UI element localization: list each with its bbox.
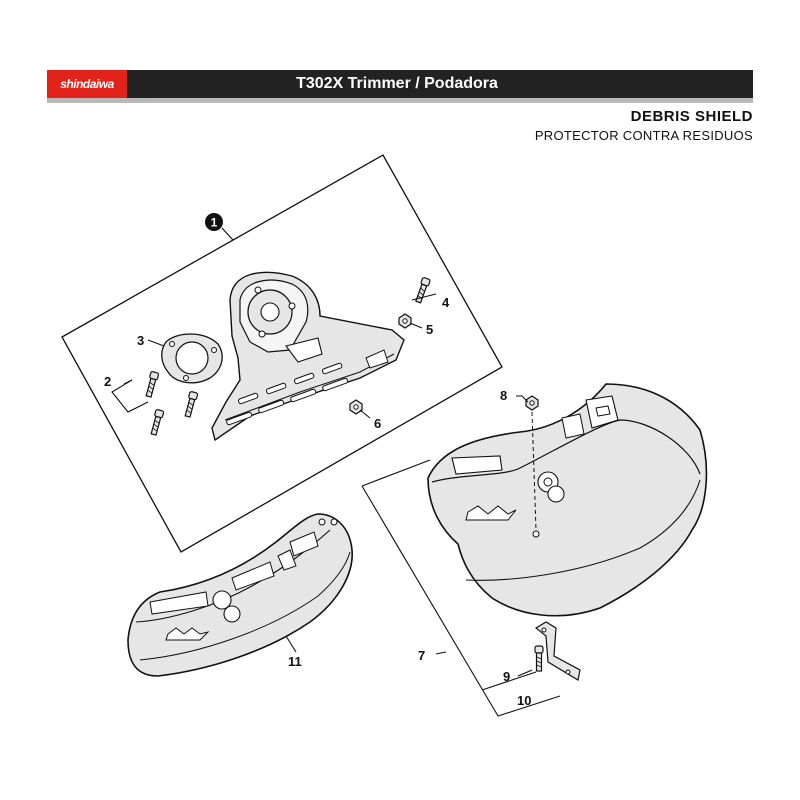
callout-11: 11 <box>288 654 302 669</box>
callout-1: 1 <box>205 213 234 241</box>
svg-text:1: 1 <box>211 216 218 230</box>
callout-4: 4 <box>442 295 450 310</box>
callout-5: 5 <box>426 322 433 337</box>
bolt-9 <box>534 645 544 672</box>
callout-2: 2 <box>104 374 111 389</box>
section-subtitle: PROTECTOR CONTRA RESIDUOS <box>534 128 753 143</box>
section-title: DEBRIS SHIELD <box>630 108 753 125</box>
callout-7: 7 <box>418 648 425 663</box>
nut-8 <box>525 395 539 411</box>
bolt-2b <box>183 390 199 419</box>
header-bar <box>47 70 753 98</box>
bolt-2a <box>144 370 160 399</box>
brand-logo: shindaiwa <box>47 70 127 98</box>
callout-9: 9 <box>503 669 510 684</box>
bolt-2c <box>149 408 165 437</box>
assembly-1-frame <box>61 154 503 553</box>
debris-shield-extension <box>127 513 353 677</box>
debris-shield-large <box>427 383 708 617</box>
inner-guard <box>211 271 405 442</box>
callout-10: 10 <box>517 693 531 708</box>
nut-5 <box>398 313 412 329</box>
mounting-bracket <box>534 621 581 681</box>
header-stripe <box>47 98 753 103</box>
callout-8: 8 <box>500 388 507 403</box>
nut-6 <box>349 399 363 415</box>
mounting-plate <box>161 333 223 384</box>
bolt-4 <box>413 276 432 304</box>
callout-3: 3 <box>137 333 144 348</box>
model-title: T302X Trimmer / Podadora <box>296 75 498 92</box>
callout-6: 6 <box>374 416 381 431</box>
